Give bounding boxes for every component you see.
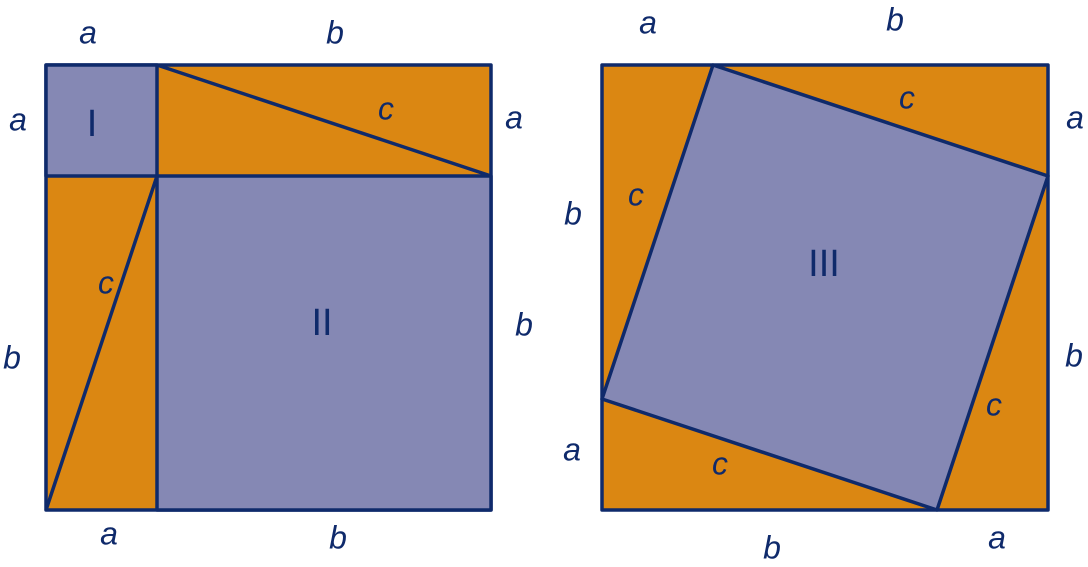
label-top-a: a [79,14,97,50]
square-I [44,63,159,178]
label-bottom-b: b [763,529,781,565]
label-left-a: a [563,431,581,467]
left-figure: a b a I c a c II b b a b [3,14,533,555]
right-figure: a b c a b c III b c a c b a [563,1,1084,565]
label-top-b: b [886,1,904,37]
label-top-a: a [639,4,657,40]
label-top-b: b [326,14,344,50]
square-III [600,63,1050,512]
label-left-a: a [9,101,27,137]
label-left-c: c [628,176,644,212]
label-bottom-a: a [988,519,1006,555]
label-right-a: a [505,99,523,135]
label-top-c: c [378,90,394,126]
label-square-III: III [808,243,840,285]
left-rect-diagonal [44,175,159,511]
label-bottom-c: c [712,445,728,481]
top-rect-diagonal [156,63,492,178]
label-right-b: b [1065,337,1083,373]
square-II [155,174,493,512]
label-left-c: c [98,264,114,300]
label-left-b: b [564,195,582,231]
label-bottom-a: a [100,515,118,551]
label-square-I: I [87,103,98,145]
label-right-a: a [1066,99,1084,135]
label-right-c: c [986,386,1002,422]
label-bottom-b: b [329,519,347,555]
label-left-b: b [3,339,21,375]
label-top-c: c [899,79,915,115]
label-right-b: b [515,306,533,342]
label-square-II: II [311,302,332,344]
